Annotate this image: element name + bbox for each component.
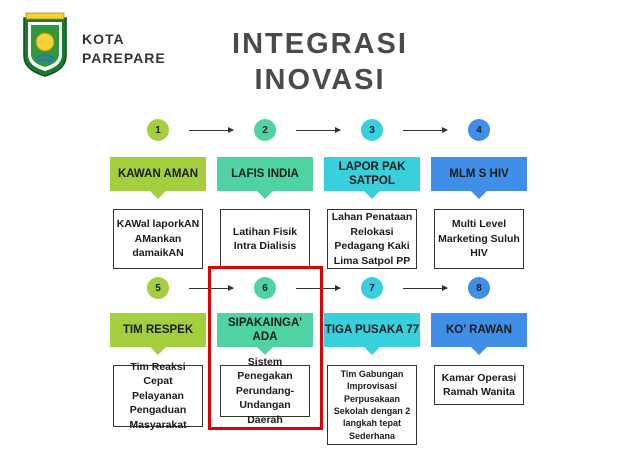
- desc-tiga-pusaka-77: Tim Gabungan Improvisasi Perpusakaan Sek…: [327, 365, 417, 445]
- step-2-circle: 2: [254, 119, 276, 141]
- city-name: KOTA PAREPARE: [82, 30, 166, 68]
- arrow-6-7: [296, 285, 341, 291]
- desc-lafis-india: Latihan Fisik Intra Dialisis: [220, 209, 310, 269]
- banner-mlm-s-hiv: MLM S HIV: [431, 157, 527, 199]
- banner-ko-rawan: KO' RAWAN: [431, 313, 527, 355]
- banner-lapor-pak-satpol: LAPOR PAK SATPOL: [324, 157, 420, 199]
- banner-sipakainga-ada: SIPAKAINGA' ADA: [217, 313, 313, 355]
- city-line-1: KOTA: [82, 31, 125, 47]
- desc-kawan-aman: KAWal laporkAN AMankan damaikAN: [113, 209, 203, 269]
- step-8-circle: 8: [468, 277, 490, 299]
- desc-sipakainga-ada: Sistem Penegakan Perundang-Undangan Daer…: [220, 356, 310, 426]
- banner-tim-respek: TIM RESPEK: [110, 313, 206, 355]
- step-3-circle: 3: [361, 119, 383, 141]
- page-title: INTEGRASI INOVASI: [190, 26, 450, 98]
- title-line-1: INTEGRASI: [232, 28, 408, 60]
- step-6-circle: 6: [254, 277, 276, 299]
- desc-mlm-s-hiv: Multi Level Marketing Suluh HIV: [434, 209, 524, 269]
- arrow-1-2: [189, 127, 234, 133]
- title-line-2: INOVASI: [254, 64, 386, 96]
- arrow-7-8: [403, 285, 448, 291]
- arrow-5-6: [189, 285, 234, 291]
- arrow-2-3: [296, 127, 341, 133]
- banner-lafis-india: LAFIS INDIA: [217, 157, 313, 199]
- step-7-circle: 7: [361, 277, 383, 299]
- city-line-2: PAREPARE: [82, 50, 166, 66]
- highlight-box-sipakainga-ada: [208, 266, 323, 430]
- arrow-3-4: [403, 127, 448, 133]
- desc-tim-respek: Tim Reaksi Cepat Pelayanan Pengaduan Mas…: [113, 361, 203, 431]
- desc-ko-rawan: Kamar Operasi Ramah Wanita: [434, 365, 524, 405]
- step-1-circle: 1: [147, 119, 169, 141]
- desc-lapor-pak-satpol: Lahan Penataan Relokasi Pedagang Kaki Li…: [327, 209, 417, 269]
- step-4-circle: 4: [468, 119, 490, 141]
- parepare-emblem-logo: [23, 12, 67, 77]
- banner-tiga-pusaka-77: TIGA PUSAKA 77: [324, 313, 420, 355]
- step-5-circle: 5: [147, 277, 169, 299]
- banner-kawan-aman: KAWAN AMAN: [110, 157, 206, 199]
